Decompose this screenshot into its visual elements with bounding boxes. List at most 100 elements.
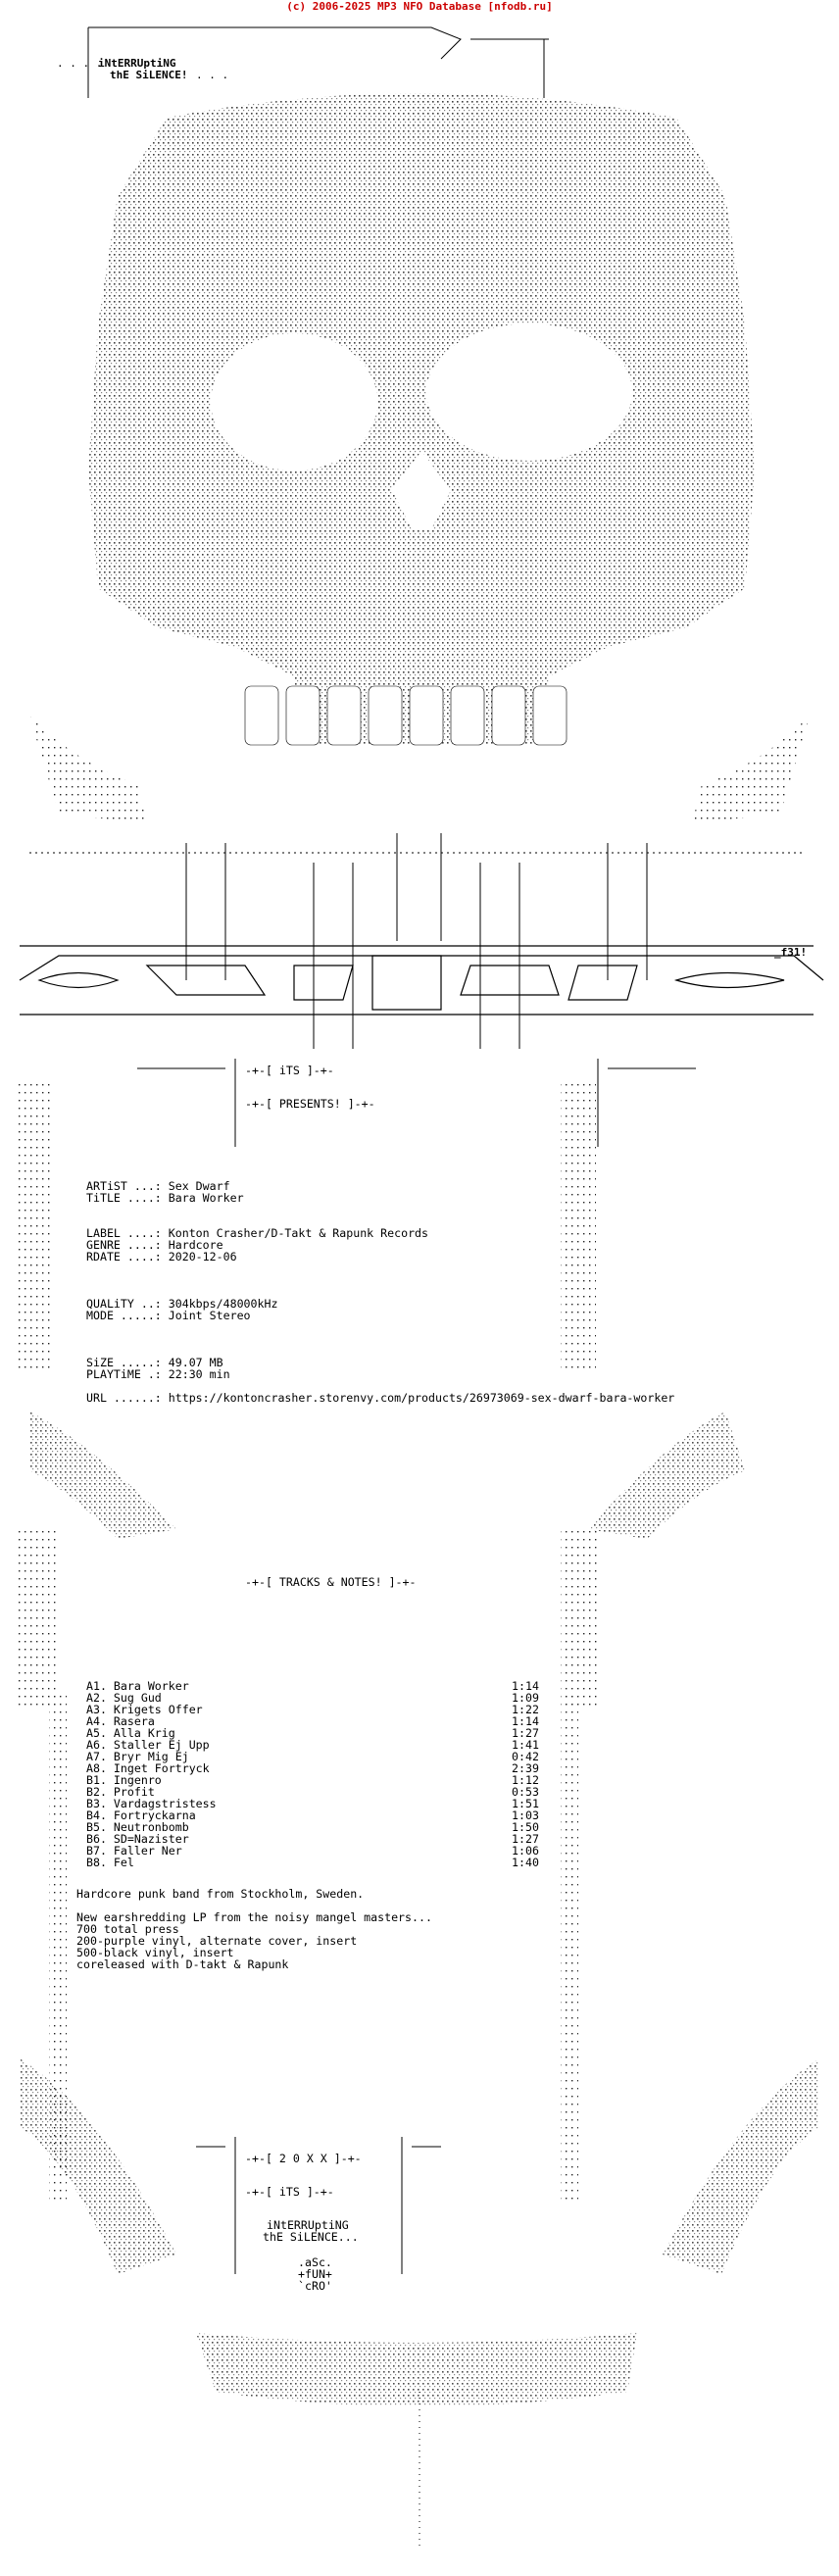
track-duration: 1:22 (512, 1703, 539, 1716)
track-row: A7. Bryr Mig Ej (86, 1751, 189, 1762)
size-row: SiZE .....: 49.07 MB (86, 1356, 223, 1369)
ascii-art-skull: . . . . iNtERRUptiNG thE SiLENCE! . . . (18, 26, 824, 2549)
track-row: B1. Ingenro (86, 1774, 162, 1786)
track-duration: 1:51 (512, 1797, 539, 1810)
track-duration: 1:50 (512, 1820, 539, 1834)
track-number: B2. (86, 1785, 114, 1799)
rdate-value: 2020-12-06 (168, 1250, 237, 1263)
playtime-row: PLAYTiME .: 22:30 min (86, 1367, 230, 1381)
track-title: Faller Ner (113, 1844, 182, 1858)
track-duration: 1:40 (512, 1856, 539, 1869)
track-title: Fel (113, 1856, 134, 1869)
footer-its: -+-[ iTS ]-+- (245, 2185, 334, 2199)
group-name-1: . . . . (57, 57, 102, 70)
track-row: A3. Krigets Offer (86, 1704, 203, 1715)
track-title: Inget Fortryck (113, 1761, 210, 1775)
track-row: A6. Staller Ej Upp (86, 1739, 210, 1751)
track-number: B8. (86, 1856, 114, 1869)
title-value: Bara Worker (168, 1191, 244, 1205)
url-row: URL ......: https://kontoncrasher.storen… (86, 1391, 675, 1405)
track-title: Ingenro (113, 1773, 162, 1787)
track-number: A2. (86, 1691, 114, 1705)
note-line: New earshredding LP from the noisy mange… (76, 1910, 432, 1924)
track-duration: 0:42 (512, 1750, 539, 1763)
track-title: Staller Ej Upp (113, 1738, 210, 1752)
mode-row: MODE .....: Joint Stereo (86, 1309, 251, 1322)
track-title: Alla Krig (113, 1726, 175, 1740)
track-duration: 1:14 (512, 1679, 539, 1693)
track-title: Krigets Offer (113, 1703, 203, 1716)
note-line: coreleased with D-takt & Rapunk (76, 1957, 289, 1971)
track-duration: 1:27 (512, 1726, 539, 1740)
group-name-line1: iNtERRUptiNG (98, 57, 176, 70)
footer-group-1: iNtERRUptiNG (267, 2218, 349, 2232)
track-number: B7. (86, 1844, 114, 1858)
presents-label: -+-[ PRESENTS! ]-+- (245, 1097, 375, 1111)
track-row: B2. Profit (86, 1786, 155, 1798)
track-duration: 1:27 (512, 1832, 539, 1846)
note-line: 700 total press (76, 1922, 179, 1936)
track-row: A4. Rasera (86, 1715, 155, 1727)
track-duration: 0:53 (512, 1785, 539, 1799)
label-value: Konton Crasher/D-Takt & Rapunk Records (168, 1226, 429, 1240)
site-banner: (c) 2006-2025 MP3 NFO Database [nfodb.ru… (286, 0, 553, 13)
track-title: Sug Gud (113, 1691, 162, 1705)
track-title: Vardagstristess (113, 1797, 217, 1810)
presents-its: -+-[ iTS ]-+- (245, 1064, 334, 1077)
footer-tag-3: `cRO' (298, 2279, 332, 2293)
track-row: A2. Sug Gud (86, 1692, 162, 1704)
track-number: B3. (86, 1797, 114, 1810)
playtime-value: 22:30 min (168, 1367, 230, 1381)
artist-row: ARTiST ...: Sex Dwarf (86, 1179, 230, 1193)
track-number: A6. (86, 1738, 114, 1752)
track-number: A4. (86, 1714, 114, 1728)
genre-value: Hardcore (168, 1238, 223, 1252)
size-value: 49.07 MB (168, 1356, 223, 1369)
track-row: A1. Bara Worker (86, 1680, 189, 1692)
track-number: A7. (86, 1750, 114, 1763)
footer-tag-2: +fUN+ (298, 2267, 332, 2281)
group-tag: _f31! (774, 946, 807, 959)
track-number: B6. (86, 1832, 114, 1846)
track-row: A8. Inget Fortryck (86, 1762, 210, 1774)
genre-row: GENRE ....: Hardcore (86, 1238, 223, 1252)
track-duration: 1:12 (512, 1773, 539, 1787)
track-number: A8. (86, 1761, 114, 1775)
label-row: LABEL ....: Konton Crasher/D-Takt & Rapu… (86, 1226, 429, 1240)
track-number: A3. (86, 1703, 114, 1716)
track-title: Fortryckarna (113, 1808, 196, 1822)
quality-row: QUALiTY ..: 304kbps/48000kHz (86, 1297, 278, 1311)
rdate-row: RDATE ....: 2020-12-06 (86, 1250, 237, 1263)
track-row: B8. Fel (86, 1857, 134, 1868)
track-duration: 1:03 (512, 1808, 539, 1822)
note-line: Hardcore punk band from Stockholm, Swede… (76, 1887, 365, 1901)
track-row: B6. SD=Nazister (86, 1833, 189, 1845)
track-row: B7. Faller Ner (86, 1845, 182, 1857)
tracks-notes-header: -+-[ TRACKS & NOTES! ]-+- (245, 1575, 417, 1589)
track-title: Bryr Mig Ej (113, 1750, 189, 1763)
url-link[interactable]: https://kontoncrasher.storenvy.com/produ… (168, 1391, 675, 1405)
track-title: Neutronbomb (113, 1820, 189, 1834)
track-row: A5. Alla Krig (86, 1727, 175, 1739)
track-number: B5. (86, 1820, 114, 1834)
track-title: Profit (113, 1785, 155, 1799)
track-number: A1. (86, 1679, 114, 1693)
track-title: Rasera (113, 1714, 155, 1728)
footer-year: -+-[ 2 0 X X ]-+- (245, 2152, 362, 2165)
track-duration: 1:14 (512, 1714, 539, 1728)
track-number: A5. (86, 1726, 114, 1740)
track-row: B4. Fortryckarna (86, 1809, 196, 1821)
footer-group-2: thE SiLENCE... (263, 2230, 359, 2244)
track-number: B1. (86, 1773, 114, 1787)
quality-value: 304kbps/48000kHz (168, 1297, 278, 1311)
track-number: B4. (86, 1808, 114, 1822)
track-duration: 2:39 (512, 1761, 539, 1775)
group-name-line2: thE SiLENCE! (110, 69, 187, 81)
note-line: 500-black vinyl, insert (76, 1946, 234, 1959)
track-duration: 1:41 (512, 1738, 539, 1752)
footer-tag-1: .aSc. (298, 2255, 332, 2269)
track-row: B3. Vardagstristess (86, 1798, 217, 1809)
note-line: 200-purple vinyl, alternate cover, inser… (76, 1934, 358, 1948)
track-row: B5. Neutronbomb (86, 1821, 189, 1833)
title-row: TiTLE ....: Bara Worker (86, 1191, 244, 1205)
